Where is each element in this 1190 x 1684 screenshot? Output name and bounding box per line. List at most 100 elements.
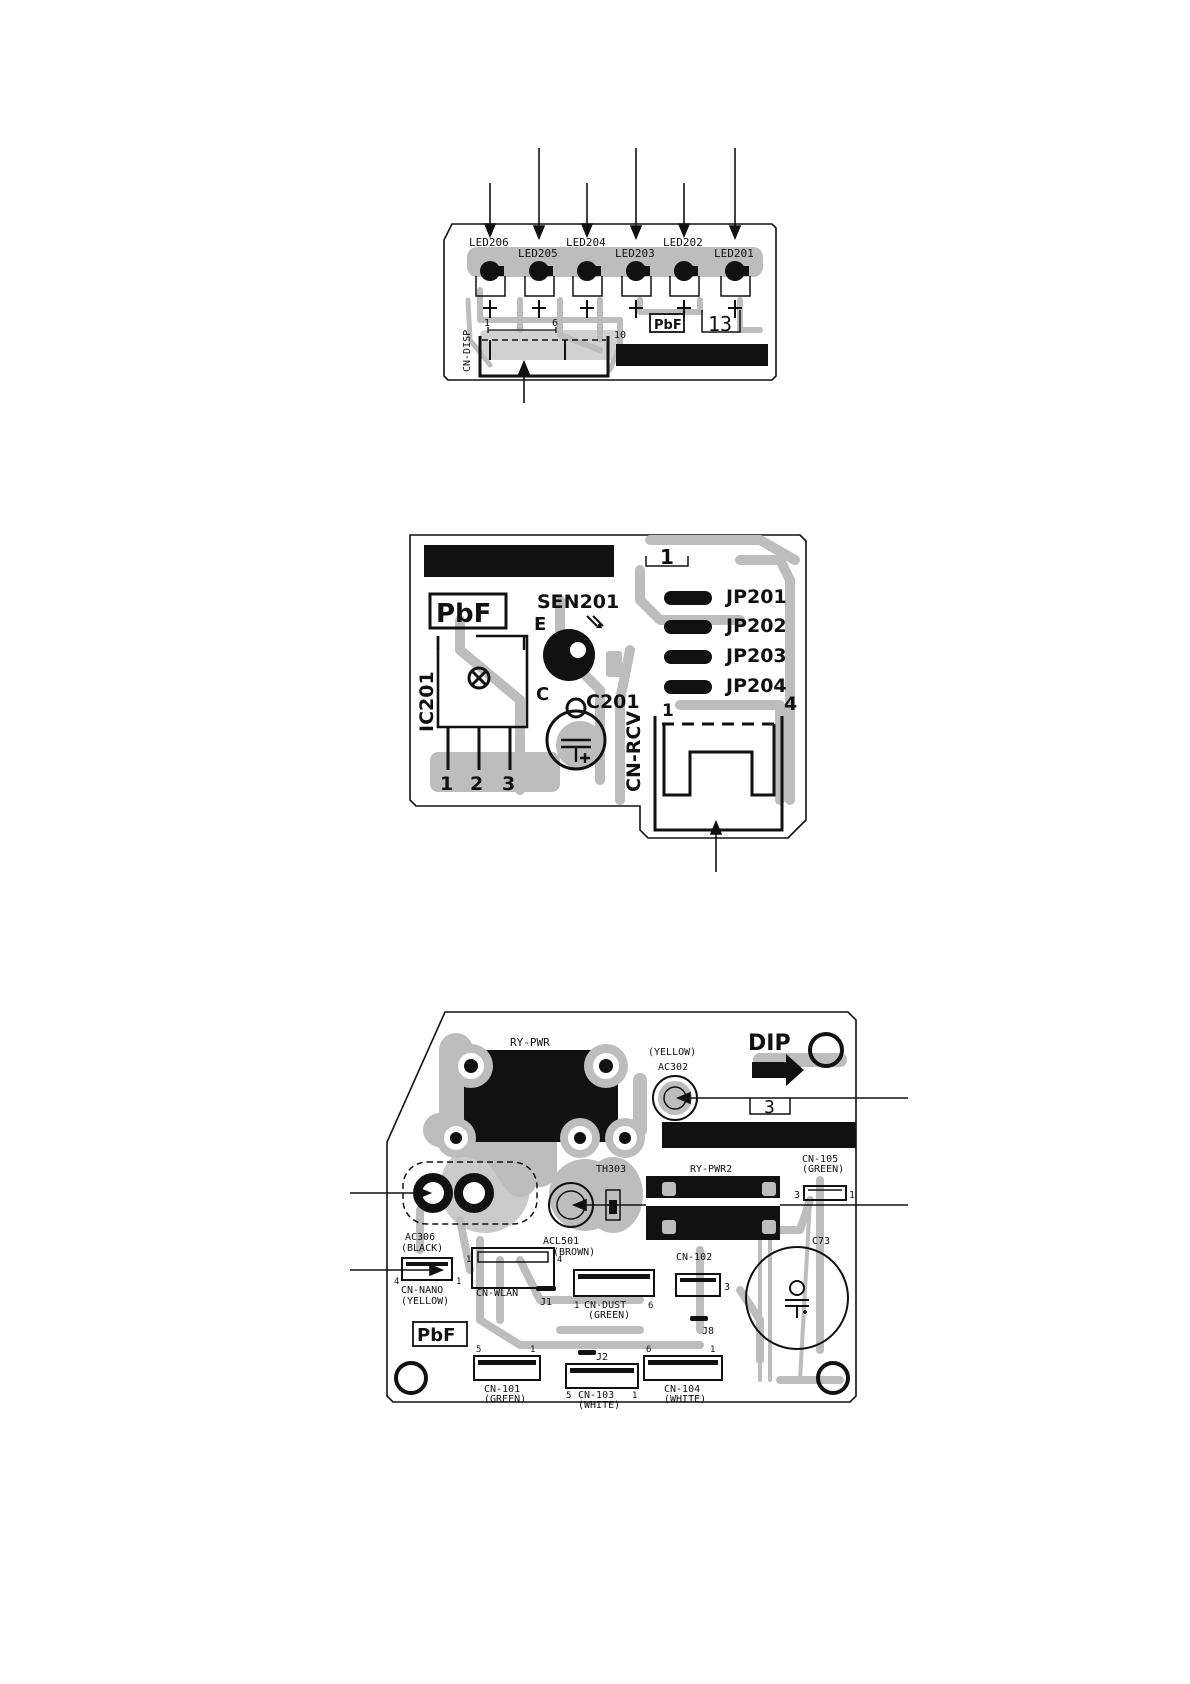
acl501-color: (BROWN) bbox=[553, 1247, 595, 1258]
sen201-body bbox=[543, 629, 595, 681]
board3-traces bbox=[416, 1033, 847, 1384]
led-footprint bbox=[621, 261, 652, 318]
pin-label: 6 bbox=[646, 1345, 651, 1355]
pin-label: 2 bbox=[470, 773, 483, 795]
dip-label: DIP bbox=[748, 1031, 791, 1056]
c73-label: C73 bbox=[812, 1236, 830, 1247]
led-footprint bbox=[524, 261, 555, 318]
cn103-label: CN-103 bbox=[578, 1390, 614, 1401]
sen201-label: SEN201 bbox=[537, 591, 619, 613]
pin-label: 3 bbox=[724, 1282, 730, 1293]
cn-wlan-label: CN-WLAN bbox=[476, 1288, 518, 1299]
pin-label: E bbox=[534, 614, 546, 635]
led-footprint bbox=[572, 261, 603, 318]
jumper-label: JP202 bbox=[724, 615, 787, 637]
pin-label: 1 bbox=[710, 1345, 715, 1355]
cn103-color: (WHITE) bbox=[578, 1400, 620, 1411]
cn-rcv-connector: CN-RCV 1 4 bbox=[623, 693, 797, 832]
led-footprint bbox=[475, 261, 506, 318]
led-footprints bbox=[475, 261, 751, 318]
cn-disp-label: CN-DISP bbox=[462, 330, 473, 372]
cn-nano-connector bbox=[401, 1257, 453, 1281]
ac302-leader bbox=[675, 1091, 908, 1105]
cn101-label: CN-101 bbox=[484, 1384, 520, 1395]
pin-label: 1 bbox=[484, 318, 490, 329]
pin-label: 1 bbox=[662, 701, 674, 721]
cn101-connector bbox=[473, 1355, 541, 1381]
led-label: LED202 bbox=[663, 236, 703, 249]
cn105-connector bbox=[803, 1185, 847, 1201]
board1-outline bbox=[443, 223, 777, 381]
pin-label: 10 bbox=[614, 330, 626, 341]
pin-label: 4 bbox=[784, 693, 797, 715]
pin-label: 3 bbox=[794, 1190, 800, 1201]
pin-label: 1 bbox=[574, 1301, 579, 1311]
board-mark: 13 bbox=[708, 312, 732, 336]
pin-label: 3 bbox=[502, 773, 515, 795]
pin-label: 1 bbox=[466, 1255, 471, 1265]
jumper-pads bbox=[664, 591, 712, 694]
mounting-hole bbox=[394, 1361, 428, 1395]
ac302-label: AC302 bbox=[658, 1062, 688, 1073]
cn104-connector bbox=[643, 1355, 723, 1381]
board-main-control: RY-PWR (YELLOW) AC302 DIP 3 A bbox=[350, 1011, 908, 1411]
cn-wlan-connector bbox=[471, 1247, 555, 1289]
mounting-hole bbox=[816, 1361, 850, 1395]
pbf-label: PbF bbox=[417, 1325, 455, 1346]
board-led-display: LED206 LED205 LED204 LED203 LED202 LED20… bbox=[443, 148, 777, 403]
cn105-color: (GREEN) bbox=[802, 1164, 844, 1175]
pin-label: 4 bbox=[394, 1277, 399, 1287]
pin-label: 1 bbox=[530, 1345, 535, 1355]
dip-arrow-icon bbox=[752, 1054, 804, 1086]
cn102-label: CN-102 bbox=[676, 1252, 712, 1263]
board-mark: 3 bbox=[764, 1097, 775, 1118]
ac306-leader bbox=[350, 1186, 433, 1200]
j2-label: J2 bbox=[596, 1352, 608, 1363]
pin-label: 1 bbox=[456, 1277, 461, 1287]
pin-label: 5 bbox=[476, 1345, 481, 1355]
j8-label: J8 bbox=[702, 1326, 714, 1337]
board-receiver: 1 PbF SEN201 E C IC201 1 2 3 C201 bbox=[409, 534, 807, 872]
led-leader-arrows bbox=[483, 148, 742, 403]
ic201-mount-icon bbox=[467, 666, 491, 690]
cn102-connector bbox=[675, 1273, 721, 1297]
j1-label: J1 bbox=[540, 1297, 552, 1308]
cn101-color: (GREEN) bbox=[484, 1394, 526, 1405]
ic201-label: IC201 bbox=[416, 671, 438, 732]
pin-label: 1 bbox=[632, 1391, 637, 1401]
ac306-terminals bbox=[413, 1173, 494, 1213]
led-footprint bbox=[720, 261, 751, 318]
cn-nano-label: CN-NANO bbox=[401, 1285, 443, 1296]
sen201-pin bbox=[570, 642, 586, 658]
jumper-label: JP204 bbox=[724, 675, 787, 697]
led-label: LED205 bbox=[518, 247, 558, 260]
pin-label: 1 bbox=[849, 1190, 855, 1201]
cn-dust-label: CN-DUST bbox=[584, 1300, 626, 1311]
cn-nano-color: (YELLOW) bbox=[401, 1296, 449, 1307]
board2-outline bbox=[409, 534, 807, 839]
c201-label: C201 bbox=[586, 691, 640, 713]
cn-dust-color: (GREEN) bbox=[588, 1310, 630, 1321]
pbf-label: PbF bbox=[654, 318, 682, 333]
ry-pwr-label: RY-PWR bbox=[510, 1036, 550, 1049]
cn103-connector bbox=[565, 1363, 639, 1389]
pin-label: C bbox=[536, 684, 549, 705]
pbf-label: PbF bbox=[436, 599, 491, 629]
cn-dust-connector bbox=[573, 1269, 655, 1297]
jumper-label: JP203 bbox=[724, 645, 787, 667]
pin-label: 6 bbox=[648, 1301, 653, 1311]
cn-nano-leader bbox=[350, 1263, 445, 1277]
led-label: LED206 bbox=[469, 236, 509, 249]
ry-pwr-pins bbox=[436, 1044, 645, 1158]
cn-rcv-leader bbox=[709, 819, 723, 872]
jumper-label: JP201 bbox=[724, 586, 787, 608]
part-number-bar bbox=[424, 545, 614, 577]
pbf-box bbox=[412, 1321, 468, 1347]
board-mark: 1 bbox=[660, 545, 674, 569]
mounting-hole bbox=[808, 1032, 844, 1068]
c201-outline bbox=[545, 709, 607, 771]
ry-pwr2-label: RY-PWR2 bbox=[690, 1164, 732, 1175]
part-number-bar bbox=[616, 344, 768, 366]
c73-outline bbox=[745, 1246, 849, 1350]
pin-label: 6 bbox=[552, 318, 558, 329]
